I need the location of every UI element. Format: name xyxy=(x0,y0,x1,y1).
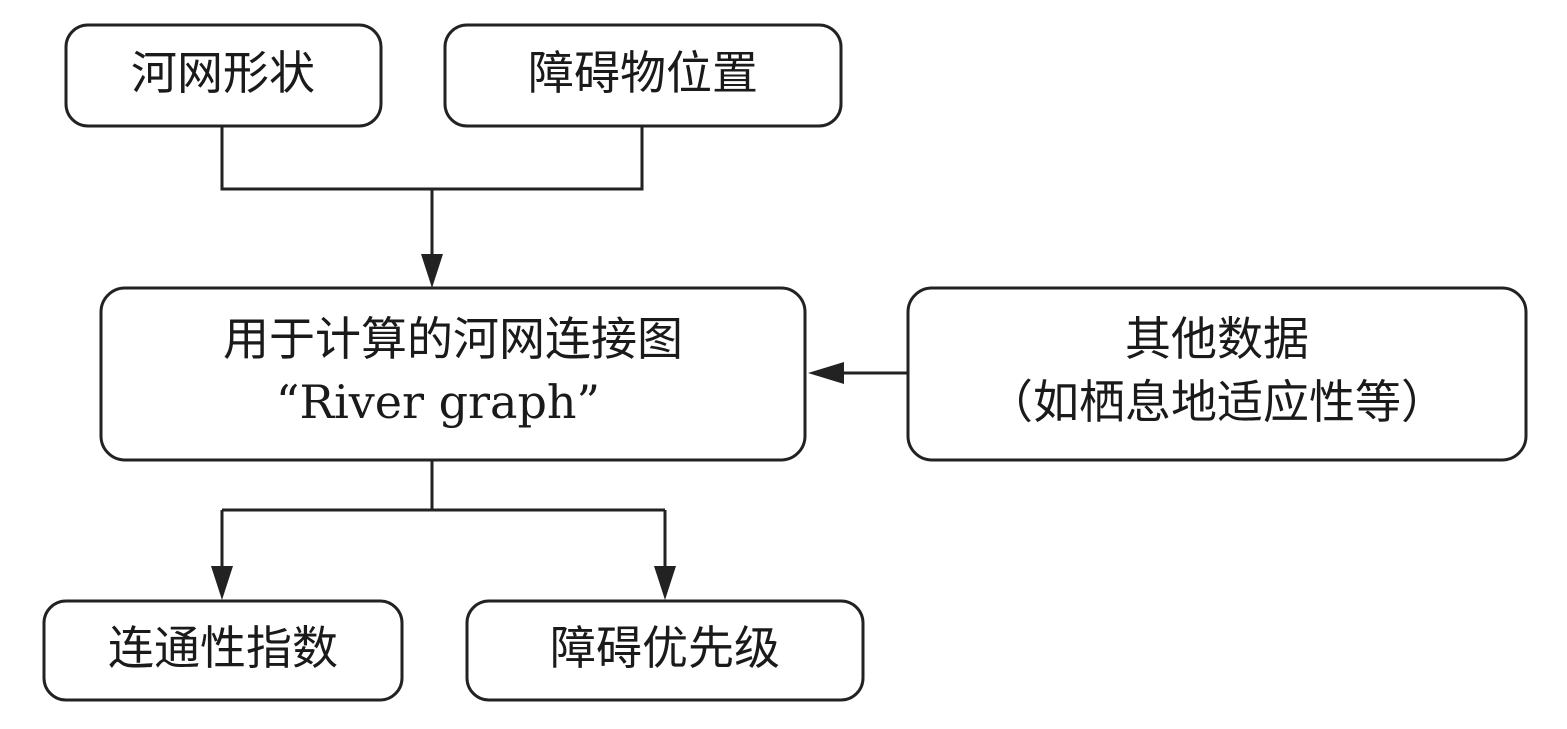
node-barrier-location: 障碍物位置 xyxy=(443,23,843,128)
node-connectivity-index: 连通性指数 xyxy=(42,599,404,702)
node-label: 河网形状 xyxy=(131,46,315,100)
node-other-data: 其他数据 （如栖息地适应性等） xyxy=(906,286,1528,462)
arrow-head xyxy=(421,254,443,288)
node-river-shape: 河网形状 xyxy=(64,23,383,128)
node-label: 其他数据 xyxy=(1125,312,1309,366)
node-barrier-priority: 障碍优先级 xyxy=(465,599,865,702)
node-label: 障碍优先级 xyxy=(550,621,780,675)
node-label: 用于计算的河网连接图 xyxy=(223,312,683,366)
connector-outputs-split xyxy=(220,460,667,570)
node-label: 连通性指数 xyxy=(108,621,338,675)
arrow-head xyxy=(808,362,844,384)
node-label: “River graph” xyxy=(276,375,600,429)
arrow-head xyxy=(654,566,676,600)
connector-inputs-merge xyxy=(220,126,644,191)
arrow-head xyxy=(211,566,233,600)
node-river-graph: 用于计算的河网连接图 “River graph” xyxy=(99,286,807,462)
node-label: 障碍物位置 xyxy=(528,46,758,100)
node-label: （如栖息地适应性等） xyxy=(987,375,1447,429)
